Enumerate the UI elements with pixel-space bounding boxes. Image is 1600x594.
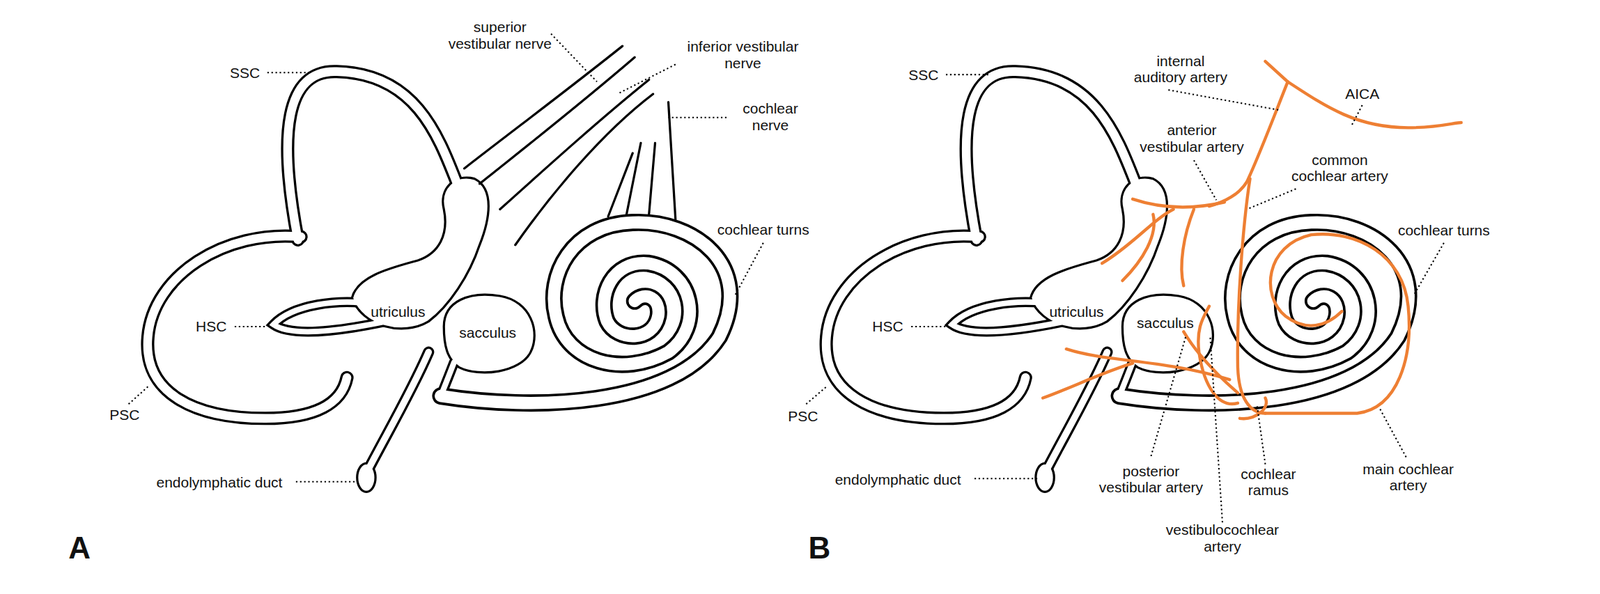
panel-letter: B [808, 530, 831, 565]
leader-line [1379, 408, 1407, 457]
artery [1237, 179, 1266, 414]
panel-letter: A [68, 530, 91, 565]
nerve-fiber [649, 142, 656, 215]
leader-line [1246, 188, 1296, 209]
leader-line [1209, 337, 1223, 524]
structure-label: utriculus [1049, 304, 1104, 322]
structure-label: HSC [872, 318, 903, 336]
artery [1265, 234, 1410, 414]
artery [1183, 331, 1238, 393]
structure-label: posterior vestibular artery [1097, 463, 1204, 496]
artery [1239, 398, 1267, 420]
artery [1198, 306, 1238, 405]
nerve-fiber [515, 94, 654, 246]
structure-label: sacculus [459, 324, 517, 342]
leader-line [617, 64, 676, 94]
structure-label: cochlear ramus [1239, 465, 1297, 499]
leader-line [734, 243, 764, 297]
artery [1265, 61, 1462, 128]
structure-label: sacculus [1136, 315, 1194, 333]
labyrinth-a [147, 71, 730, 493]
leader-line [945, 73, 990, 76]
leader-line [911, 325, 947, 328]
structure-label: anterior vestibular artery [1138, 122, 1245, 156]
leader-line [267, 71, 312, 74]
leader-lines-a [128, 34, 764, 483]
structure-label: endolymphatic duct [835, 471, 962, 489]
structure-label: main cochlear artery [1361, 461, 1456, 494]
artery [1122, 214, 1154, 281]
nerves [464, 45, 676, 246]
structure-label: SSC [908, 67, 939, 85]
artery [1181, 209, 1194, 287]
structure-label: inferior vestibular nerve [686, 39, 800, 72]
nerve-fiber [464, 45, 623, 169]
nerve-fiber [668, 102, 676, 220]
structure-label: cochlear nerve [741, 101, 799, 134]
structure-label: endolymphatic duct [156, 474, 283, 492]
structure-label: PSC [787, 408, 818, 425]
structure-label: internal auditory artery [1132, 52, 1229, 86]
nerve-fiber [500, 79, 650, 209]
labyrinth-b [826, 71, 1409, 493]
structure-label: AICA [1345, 85, 1380, 103]
leader-line [296, 481, 358, 483]
structure-label: HSC [195, 318, 227, 336]
nerve-fiber [626, 142, 641, 215]
leader-lines-b [805, 74, 1444, 523]
nerve-fiber [608, 153, 633, 217]
structure-label: SSC [229, 65, 260, 83]
leader-line [974, 477, 1038, 480]
structure-label: cochlear turns [717, 221, 810, 239]
structure-label: PSC [109, 406, 140, 424]
leader-line [805, 385, 828, 405]
leader-line [1150, 337, 1186, 457]
leader-line [234, 325, 268, 328]
artery [1132, 199, 1225, 208]
leader-line [1257, 406, 1266, 465]
structure-label: superior vestibular nerve [447, 19, 553, 53]
structure-label: cochlear turns [1397, 222, 1490, 239]
structure-label: common cochlear artery [1290, 151, 1390, 185]
arteries [1042, 61, 1462, 419]
leader-line [1352, 105, 1363, 125]
nerve-fiber [479, 57, 636, 184]
leader-line [1168, 89, 1281, 111]
leader-line [550, 34, 597, 83]
leader-line [668, 117, 728, 119]
structure-label: vestibulocochlear artery [1164, 522, 1280, 556]
artery [1042, 363, 1133, 399]
structure-label: utriculus [370, 304, 425, 322]
leader-line [1413, 243, 1444, 297]
artery [1101, 209, 1174, 264]
leader-line [1193, 160, 1217, 200]
leader-line [128, 385, 150, 405]
